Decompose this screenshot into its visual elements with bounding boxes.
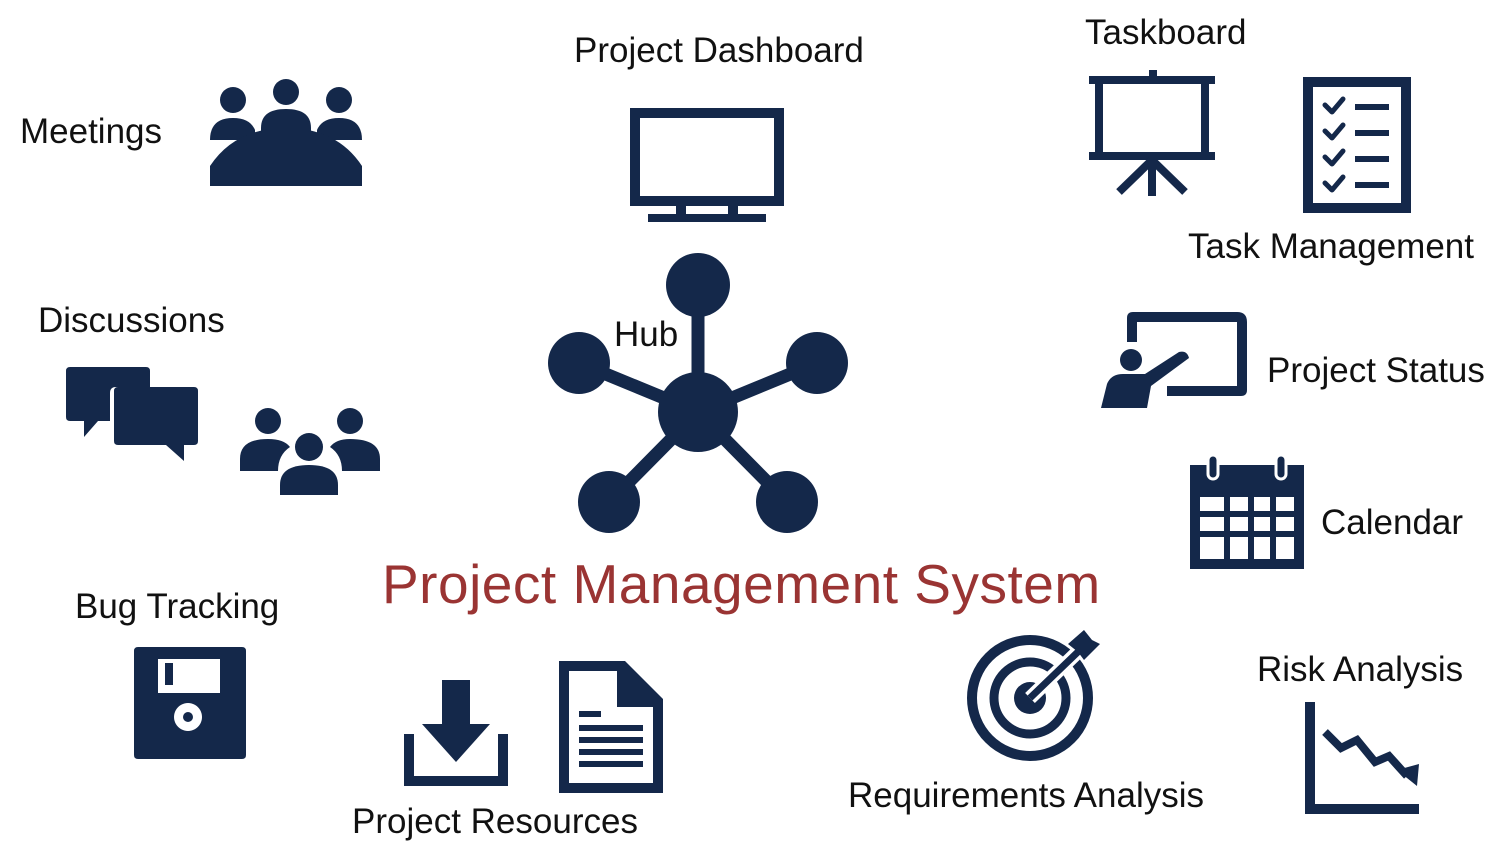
floppy-disk-icon xyxy=(132,645,248,761)
checklist-icon xyxy=(1303,77,1411,213)
people-group-icon xyxy=(238,405,382,497)
taskboard-label: Taskboard xyxy=(1085,13,1247,52)
meetings-label: Meetings xyxy=(20,112,163,151)
target-arrow-icon xyxy=(964,630,1104,764)
requirements-analysis-label: Requirements Analysis xyxy=(848,776,1204,815)
task-management-label: Task Management xyxy=(1188,227,1474,266)
project-dashboard-label: Project Dashboard xyxy=(574,31,864,70)
risk-analysis-label: Risk Analysis xyxy=(1257,650,1464,689)
discussions-label: Discussions xyxy=(38,301,225,340)
meeting-table-icon xyxy=(205,78,367,190)
document-icon xyxy=(557,659,665,795)
bug-tracking-label: Bug Tracking xyxy=(75,587,280,626)
calendar-icon xyxy=(1188,453,1306,571)
chat-bubbles-icon xyxy=(62,365,202,463)
project-status-label: Project Status xyxy=(1267,351,1485,390)
monitor-icon xyxy=(628,106,786,224)
presentation-easel-icon xyxy=(1087,70,1217,198)
hub-network-icon xyxy=(545,250,851,540)
declining-chart-icon xyxy=(1303,700,1423,818)
project-resources-label: Project Resources xyxy=(352,802,638,841)
calendar-label: Calendar xyxy=(1321,503,1464,542)
page-title: Project Management System xyxy=(382,553,1101,615)
download-icon xyxy=(402,680,510,788)
presenter-board-icon xyxy=(1097,310,1249,410)
hub-label: Hub xyxy=(614,315,679,354)
